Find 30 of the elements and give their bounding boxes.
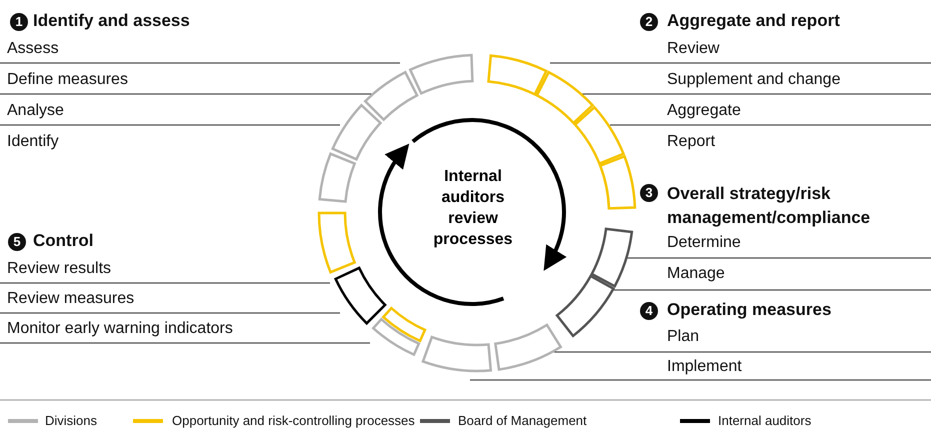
step-number: 3 — [640, 184, 658, 202]
section-heading: Identify and assess — [33, 11, 190, 31]
section-heading: Aggregate and report — [667, 11, 840, 31]
step-number: 1 — [10, 13, 28, 31]
process-step-text: Implement — [667, 357, 742, 377]
process-step-text: Review results — [7, 259, 112, 279]
section-heading: Overall strategy/risk management/compliance — [667, 183, 867, 229]
process-step-text: Supplement and change — [667, 70, 840, 90]
process-step-text: Determine — [667, 233, 741, 253]
process-step-text: Review measures — [7, 289, 134, 309]
legend-label: Internal auditors — [718, 412, 812, 430]
legend-label: Board of Management — [458, 412, 587, 430]
process-step-text: Aggregate — [667, 101, 741, 121]
process-step-text: Monitor early warning indicators — [7, 319, 233, 339]
center-text: Internal auditors review processes — [432, 167, 514, 250]
process-step-text: Analyse — [7, 101, 64, 121]
process-step-text: Review — [667, 39, 720, 59]
legend-label: Opportunity and risk-controlling processes — [172, 412, 415, 430]
step-number: 5 — [8, 233, 26, 251]
section-heading: Operating measures — [667, 300, 832, 320]
process-step-text: Plan — [667, 327, 700, 347]
process-step-text: Assess — [7, 39, 59, 59]
process-step-text: Identify — [7, 132, 59, 152]
section-heading: Control — [33, 231, 94, 251]
legend-label: Divisions — [45, 412, 98, 430]
step-number: 4 — [640, 302, 658, 320]
process-step-text: Define measures — [7, 70, 128, 90]
step-number: 2 — [640, 13, 658, 31]
process-step-text: Report — [667, 132, 716, 152]
process-step-text: Manage — [667, 264, 725, 284]
